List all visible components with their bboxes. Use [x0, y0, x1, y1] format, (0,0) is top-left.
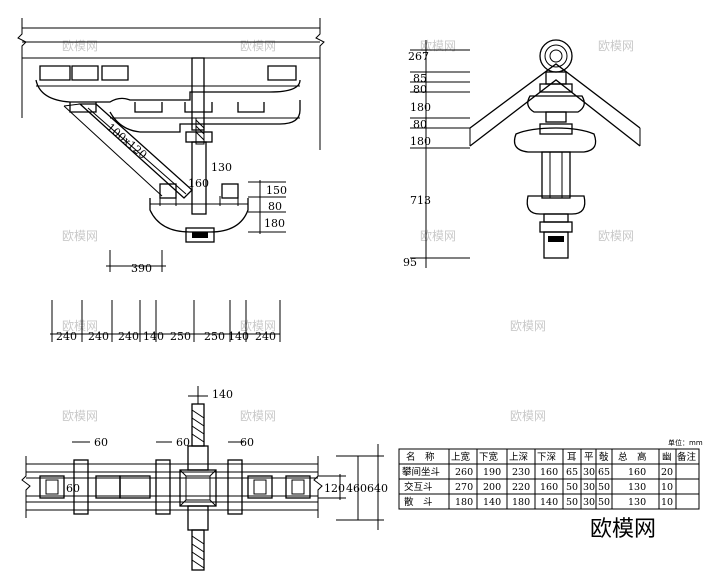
table-cell: 30	[583, 497, 595, 508]
table-cell: 交互斗	[404, 481, 433, 493]
table-cell: 10	[661, 482, 673, 493]
table-cell: 30	[583, 482, 595, 493]
table-cell: 140	[483, 497, 501, 508]
dim-390: 390	[131, 262, 152, 275]
dim-180: 180	[264, 217, 285, 230]
brand-logo: 欧模网	[590, 517, 656, 542]
watermark: 欧模网	[510, 409, 546, 423]
spacing-dim: 240	[56, 330, 77, 343]
watermark: 欧模网	[62, 229, 98, 243]
dim-80: 80	[268, 200, 282, 213]
table-cell: 10	[661, 497, 673, 508]
dim-60: 60	[176, 436, 190, 449]
spacing-dim: 240	[118, 330, 139, 343]
watermark: 欧模网	[598, 39, 634, 53]
table-cell: 180	[455, 497, 473, 508]
table-header: 敧	[599, 451, 609, 463]
dim-60: 60	[94, 436, 108, 449]
watermark: 欧模网	[420, 229, 456, 243]
plan-view: 140 60 60 60 60 120 460 640	[21, 386, 388, 571]
table-cell: 190	[483, 467, 501, 478]
spec-table: 单位：mm 名 称 上宽 下宽 上深 下深 耳 平 敧 总 高 幽 备注 攀间坐…	[398, 438, 703, 510]
watermarks: 欧模网 欧模网 欧模网 欧模网 欧模网 欧模网 欧模网 欧模网 欧模网 欧模网 …	[62, 39, 634, 423]
table-cell: 50	[598, 482, 610, 493]
table-cell: 200	[483, 482, 501, 493]
dim-130: 130	[211, 161, 232, 174]
dim-60: 60	[240, 436, 254, 449]
table-cell: 50	[566, 482, 578, 493]
table-cell: 65	[566, 467, 578, 478]
table-cell: 270	[455, 482, 473, 493]
table-header: 下深	[537, 452, 557, 463]
table-cell: 230	[512, 467, 530, 478]
height-dim: 267	[408, 50, 429, 63]
table-cell: 130	[628, 497, 646, 508]
beam-size-label: 100x120	[104, 121, 149, 162]
dim-120: 120	[324, 482, 345, 495]
height-dim: 95	[403, 256, 417, 269]
watermark: 欧模网	[598, 229, 634, 243]
table-cell: 50	[566, 497, 578, 508]
table-cell: 50	[598, 497, 610, 508]
side-elevation: 267 85 80 180 80 180 713 95	[403, 39, 641, 269]
table-cell: 220	[512, 482, 530, 493]
table-cell: 160	[628, 467, 646, 478]
dim-140: 140	[212, 388, 233, 401]
table-header: 耳	[567, 452, 577, 463]
watermark: 欧模网	[62, 39, 98, 53]
dim-640: 640	[367, 482, 388, 495]
table-cell: 260	[455, 467, 473, 478]
table-cell: 130	[628, 482, 646, 493]
dim-150: 150	[266, 184, 287, 197]
table-header: 名 称	[406, 451, 435, 463]
spacing-dim: 240	[255, 330, 276, 343]
watermark: 欧模网	[240, 39, 276, 53]
table-header: 平	[584, 452, 594, 463]
table-header: 备注	[677, 451, 697, 463]
watermark: 欧模网	[62, 319, 98, 333]
table-cell: 20	[661, 467, 673, 478]
unit-label: 单位：mm	[668, 438, 703, 447]
spacing-dim: 250	[170, 330, 191, 343]
spacing-dim: 240	[88, 330, 109, 343]
dim-460: 460	[346, 482, 367, 495]
watermark: 欧模网	[240, 319, 276, 333]
spacing-dim: 140	[228, 330, 249, 343]
watermark: 欧模网	[510, 319, 546, 333]
height-dim: 80	[413, 83, 427, 96]
spacing-dimension-row: 240 240 240 140 250 250 140 240	[50, 300, 281, 343]
table-header: 幽	[662, 452, 672, 463]
table-header: 下宽	[479, 451, 499, 463]
table-cell: 65	[598, 467, 610, 478]
table-cell: 30	[583, 467, 595, 478]
table-cell: 160	[540, 467, 558, 478]
dim-160: 160	[188, 177, 209, 190]
watermark: 欧模网	[62, 409, 98, 423]
watermark: 欧模网	[240, 409, 276, 423]
table-cell: 散 斗	[404, 496, 433, 508]
table-header: 上深	[509, 452, 529, 463]
spacing-dim: 140	[143, 330, 164, 343]
table-cell: 攀间坐斗	[402, 466, 440, 478]
dim-60: 60	[66, 482, 80, 495]
height-dim: 180	[410, 135, 431, 148]
table-cell: 140	[540, 497, 558, 508]
height-dim: 85	[413, 72, 427, 85]
table-header: 上宽	[451, 451, 471, 463]
height-dim: 713	[410, 194, 431, 207]
height-dim: 80	[413, 118, 427, 131]
table-header: 总 高	[618, 451, 647, 463]
table-cell: 180	[512, 497, 530, 508]
spacing-dim: 250	[204, 330, 225, 343]
height-dim: 180	[410, 101, 431, 114]
table-cell: 160	[540, 482, 558, 493]
